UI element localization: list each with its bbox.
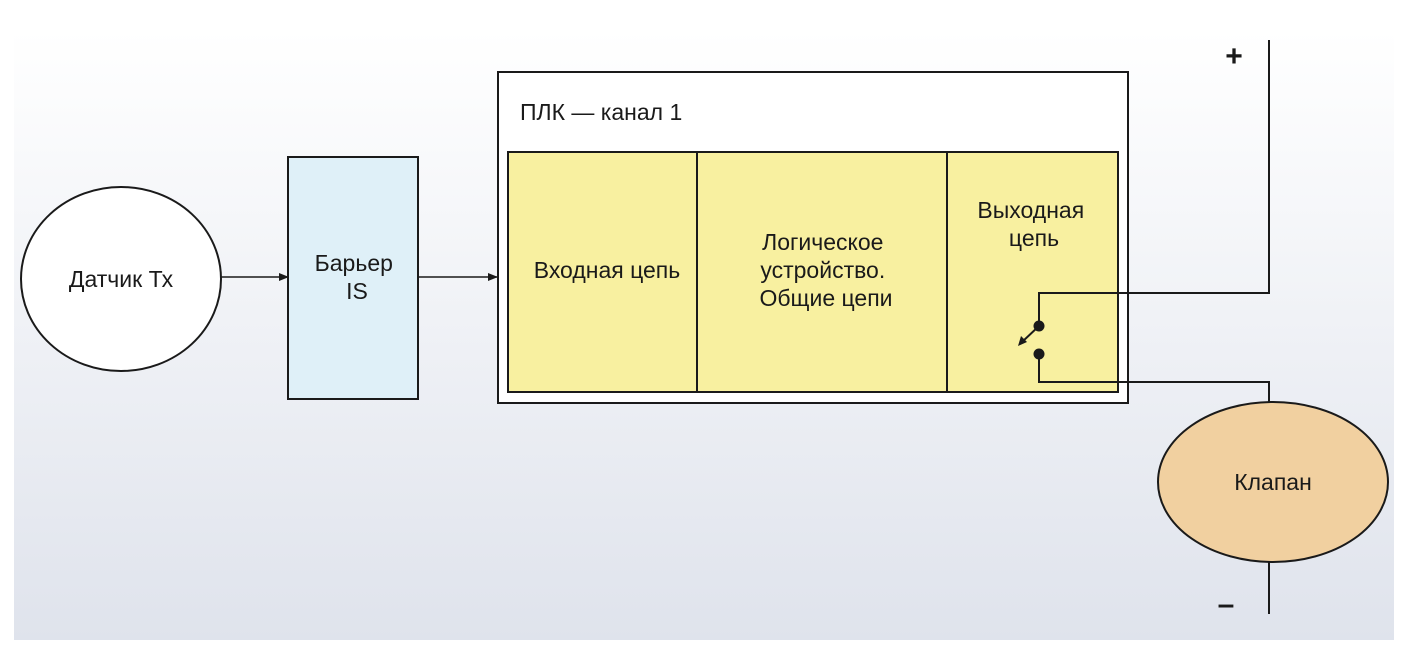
valve-ellipse bbox=[1157, 401, 1389, 563]
barrier-label-line-2: IS bbox=[346, 278, 368, 304]
logic-label-line-3: Общие цепи bbox=[759, 285, 892, 311]
barrier-box bbox=[287, 156, 419, 400]
barrier-label-line-1: Барьер bbox=[315, 250, 393, 276]
minus-sign: – bbox=[1218, 588, 1235, 621]
output-circuit-label: Выходная цепь bbox=[977, 197, 1090, 251]
input-circuit-box bbox=[507, 151, 698, 393]
switch-blade bbox=[1021, 325, 1040, 343]
sensor-ellipse bbox=[20, 186, 222, 372]
valve-node: Клапан bbox=[1157, 401, 1389, 563]
output-label-line-1: Выходная bbox=[977, 197, 1084, 223]
barrier-label: Барьер IS bbox=[315, 250, 400, 304]
switch-blade-tip bbox=[1018, 336, 1027, 346]
valve-label: Клапан bbox=[1234, 469, 1312, 495]
logic-device-box bbox=[696, 151, 948, 393]
output-circuit-box bbox=[946, 151, 1119, 393]
logic-device-label: Логическое устройство. Общие цепи bbox=[759, 229, 892, 311]
barrier-node: Барьер IS bbox=[287, 156, 419, 400]
logic-label-line-1: Логическое bbox=[762, 229, 883, 255]
sensor-label: Датчик Тх bbox=[69, 266, 174, 292]
plus-sign: + bbox=[1225, 40, 1243, 73]
input-circuit-label: Входная цепь bbox=[534, 257, 681, 283]
sensor-node: Датчик Тх bbox=[20, 186, 222, 372]
output-label-line-2: цепь bbox=[1009, 225, 1059, 251]
valve-wiring bbox=[1038, 40, 1270, 614]
wire-to-valve bbox=[1038, 354, 1270, 404]
plc-channel: ПЛК — канал 1 Входная цепь Логическое ус… bbox=[497, 71, 1129, 404]
logic-label-line-2: устройство. bbox=[760, 257, 885, 283]
plc-title: ПЛК — канал 1 bbox=[520, 99, 682, 125]
wire-plus bbox=[1038, 40, 1270, 326]
